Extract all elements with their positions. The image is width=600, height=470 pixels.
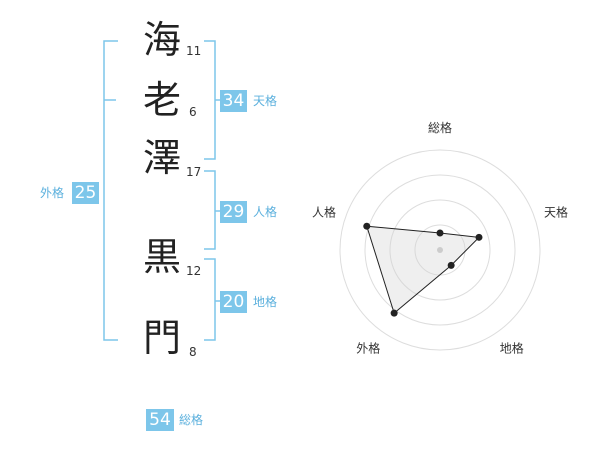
radar-point-4: [390, 309, 398, 317]
name-char-4: 黒: [142, 235, 181, 279]
radar-axis-label-2: 天格: [544, 204, 568, 219]
chikaku-value-badge: 20: [220, 291, 247, 313]
jinkaku-label: 人格: [253, 205, 278, 219]
stroke-count-4: 12: [186, 264, 202, 278]
radar-point-2: [475, 233, 483, 241]
bracket-jinkaku: [204, 170, 216, 250]
radar-axis-label-5: 人格: [312, 204, 336, 219]
tenkaku-value-badge: 34: [220, 90, 247, 112]
chikaku-label: 地格: [253, 295, 278, 309]
name-char-1: 海: [142, 18, 181, 62]
radar-point-5: [363, 222, 371, 230]
stroke-count-2: 6: [189, 105, 197, 119]
radar-point-1: [436, 229, 444, 237]
stroke-count-5: 8: [189, 345, 197, 359]
radar-axis-label-3: 地格: [500, 341, 524, 356]
tenkaku-label: 天格: [253, 94, 278, 108]
radar-axis-label-4: 外格: [356, 341, 380, 356]
radar-axis-label-1: 総格: [428, 120, 452, 135]
bracket-gaikaku: [103, 40, 118, 341]
soukaku-value-badge: 54: [146, 409, 174, 431]
stroke-count-1: 11: [186, 44, 202, 58]
radar-area: [366, 225, 481, 314]
radar-center: [437, 247, 443, 253]
radar-point-3: [447, 261, 455, 269]
bracket-chikaku: [204, 258, 216, 341]
gaikaku-label: 外格: [40, 186, 65, 200]
soukaku-label: 総格: [179, 413, 204, 427]
gaikaku-value-badge: 25: [72, 182, 99, 204]
jinkaku-value-badge: 29: [220, 201, 247, 223]
stroke-count-3: 17: [186, 165, 202, 179]
name-char-2: 老: [142, 78, 181, 122]
name-char-5: 門: [142, 316, 181, 360]
name-char-3: 澤: [142, 136, 181, 180]
